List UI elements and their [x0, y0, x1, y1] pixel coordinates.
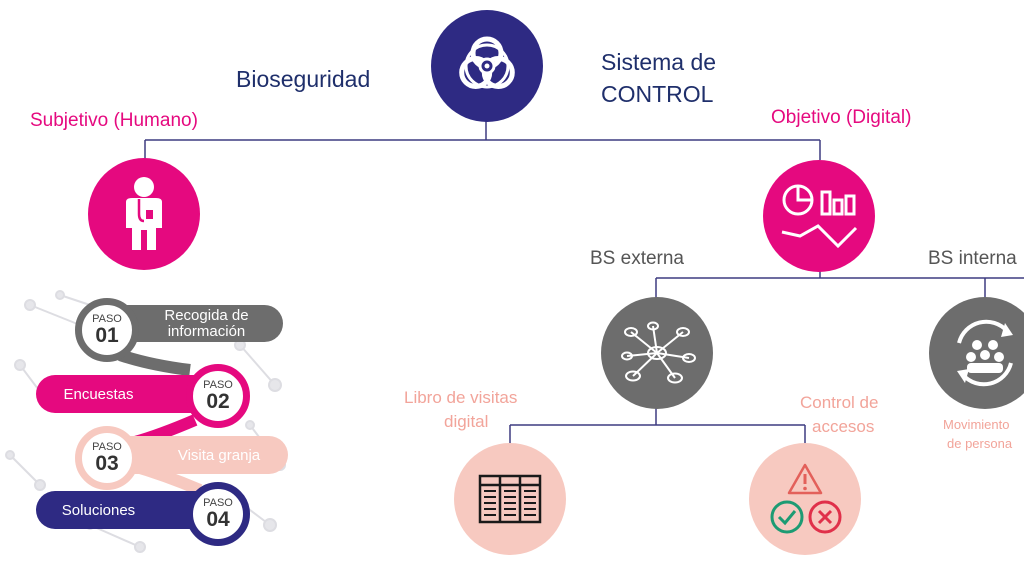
step-2-paso: PASO [203, 378, 233, 391]
step-1-pill: Recogida de información [110, 305, 283, 342]
access-control-label-2: accesos [812, 417, 875, 436]
objective-label: Objetivo (Digital) [771, 107, 912, 128]
movement-label-1: Movimiento [943, 417, 1010, 432]
step-1-paso: PASO [92, 312, 122, 325]
step-4-badge: PASO 04 [186, 482, 250, 546]
step-4-paso: PASO [203, 496, 233, 509]
people-cycle-icon [957, 319, 1013, 387]
biohazard-icon [459, 36, 515, 89]
step-4-pill: Soluciones [36, 491, 206, 529]
step-2-pill: Encuestas [36, 375, 206, 413]
access-control-circle [749, 443, 861, 555]
step-4-number: 04 [206, 507, 230, 531]
human-circle [88, 158, 200, 270]
step-3-badge: PASO 03 [75, 426, 139, 490]
spreadsheet-icon [478, 474, 542, 524]
bs-external-label: BS externa [590, 248, 684, 269]
subjective-label: Subjetivo (Humano) [30, 110, 198, 131]
bs-internal-label: BS interna [928, 248, 1017, 269]
internal-circle [929, 297, 1024, 409]
step-2-badge: PASO 02 [186, 364, 250, 428]
network-icon [621, 321, 696, 384]
visits-book-label-2: digital [444, 412, 489, 431]
right-title-line1: Sistema de [601, 49, 717, 75]
external-circle [601, 297, 713, 409]
step-2-label: Encuestas [63, 385, 134, 403]
doctor-icon [126, 177, 162, 250]
step-1-label-line2: información [167, 322, 246, 340]
step-1-number: 01 [95, 323, 119, 347]
step-3-pill: Visita granja [110, 436, 288, 474]
step-2-number: 02 [206, 389, 230, 413]
step-4-label: Soluciones [61, 501, 136, 519]
digital-circle [763, 160, 875, 272]
movement-label-2: de persona [947, 436, 1013, 451]
step-3-number: 03 [95, 451, 119, 475]
access-control-label-1: Control de [800, 393, 879, 412]
visits-book-label-1: Libro de visitas [404, 388, 518, 407]
left-title: Bioseguridad [236, 66, 371, 92]
access-control-icon [770, 463, 842, 534]
step-1-label-line1: Recogida de [164, 306, 249, 324]
biohazard-circle [431, 10, 543, 122]
right-title-line2: CONTROL [601, 81, 714, 107]
analytics-icon [781, 184, 858, 249]
visits-book-circle [454, 443, 566, 555]
step-3-paso: PASO [92, 440, 122, 453]
step-1-badge: PASO 01 [75, 298, 139, 362]
step-3-label: Visita granja [177, 446, 261, 464]
